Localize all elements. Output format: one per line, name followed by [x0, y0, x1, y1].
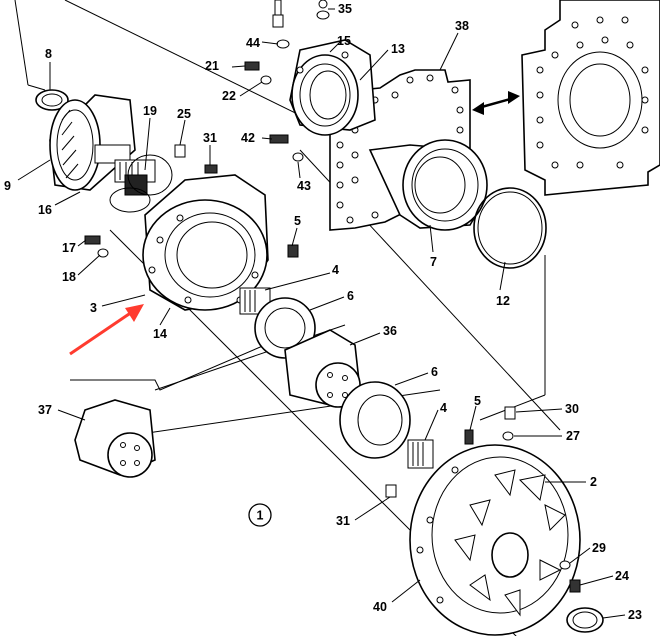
callout-27: 27: [566, 429, 580, 443]
callout-7: 7: [430, 255, 437, 269]
callout-40: 40: [373, 600, 387, 614]
fastener-35: [272, 0, 330, 28]
callout-13: 13: [391, 42, 405, 56]
callout-17: 17: [62, 241, 76, 255]
bolt-17: [84, 235, 109, 258]
callout-5-lower: 5: [474, 394, 481, 408]
callout-29: 29: [592, 541, 606, 555]
callout-22: 22: [222, 89, 236, 103]
bolt-5-lower: [464, 429, 474, 445]
bolt-30: [502, 406, 516, 441]
callout-4-lower: 4: [440, 401, 447, 415]
bolt-31-lower: [385, 484, 397, 498]
red-pointer-arrow: [69, 304, 144, 356]
callout-12: 12: [496, 294, 510, 308]
bolt-5-top: [287, 244, 299, 258]
motor-37: [74, 399, 156, 478]
callout-37: 37: [38, 403, 52, 417]
callout-4-upper: 4: [332, 263, 339, 277]
callout-31-upper: 31: [203, 131, 217, 145]
callout-42: 42: [241, 131, 255, 145]
mounting-plate-rear: [521, 0, 660, 196]
callout-5-upper: 5: [294, 214, 301, 228]
housing-15: [289, 39, 376, 136]
callout-24: 24: [615, 569, 629, 583]
callout-44: 44: [246, 36, 260, 50]
callout-16: 16: [38, 203, 52, 217]
callout-23: 23: [628, 608, 642, 622]
pin-25: [174, 144, 186, 158]
callout-2: 2: [590, 475, 597, 489]
o-ring: [109, 187, 151, 213]
bearing-9: [49, 94, 136, 191]
wheel-hub-2: [409, 444, 581, 636]
gear-4-lower: [407, 439, 434, 469]
callout-19: 19: [143, 104, 157, 118]
view-marker-label: 1: [257, 509, 264, 523]
callout-8: 8: [45, 47, 52, 61]
callout-labels: 35 44 15 13 38 8 21 22 19 25 31 42 43 9 …: [4, 2, 642, 622]
callout-35: 35: [338, 2, 352, 16]
bolt-21: [244, 61, 272, 85]
callout-21: 21: [205, 59, 219, 73]
callout-14: 14: [153, 327, 167, 341]
bolt-29: [559, 560, 581, 593]
callout-3: 3: [90, 301, 97, 315]
bolt-31-top: [204, 164, 218, 174]
callout-43: 43: [297, 179, 311, 193]
callout-15: 15: [337, 34, 351, 48]
callout-25: 25: [177, 107, 191, 121]
callout-6-lower: 6: [431, 365, 438, 379]
callout-31-lower: 31: [336, 514, 350, 528]
bearing-6-lower: [339, 381, 411, 459]
callout-38: 38: [455, 19, 469, 33]
callout-6-upper: 6: [347, 289, 354, 303]
view-marker: 1: [248, 503, 272, 527]
ring-8: [35, 89, 69, 111]
callout-9: 9: [4, 179, 11, 193]
leader-lines: [17, 8, 626, 619]
callout-36: 36: [383, 324, 397, 338]
callout-18: 18: [62, 270, 76, 284]
sleeve-7: [368, 139, 488, 231]
bolt-42: [269, 134, 304, 162]
callout-30: 30: [565, 402, 579, 416]
seal-ring-12: [473, 187, 547, 269]
double-arrow-icon: [472, 91, 520, 115]
ring-23: [566, 607, 604, 633]
nut-44: [276, 39, 290, 49]
